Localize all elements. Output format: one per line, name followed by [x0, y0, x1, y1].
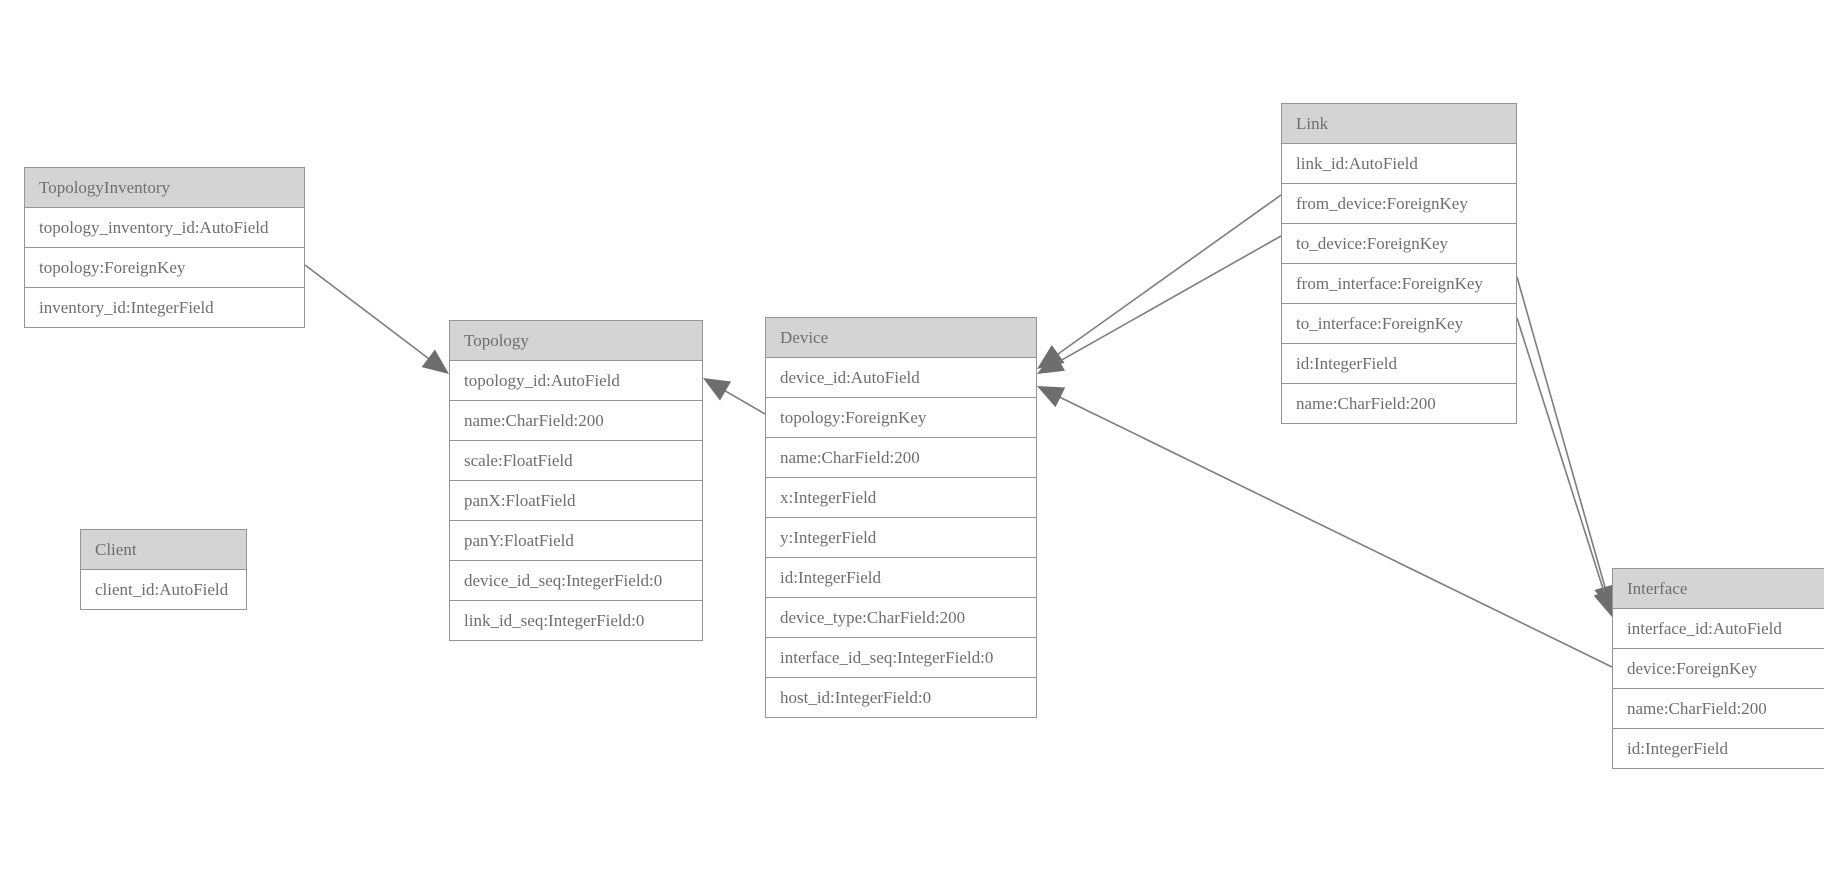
entity-topologyinventory-title: TopologyInventory [25, 168, 304, 208]
entity-interface-field: id:IntegerField [1613, 729, 1824, 769]
rel-link-tointerface-interface [1516, 317, 1615, 617]
entity-interface-field: interface_id:AutoField [1613, 609, 1824, 649]
entity-topology-field: topology_id:AutoField [450, 361, 702, 401]
relationship-arrowhead-icon [1037, 386, 1066, 408]
entity-device-title: Device [766, 318, 1036, 358]
entity-topology-field: device_id_seq:IntegerField:0 [450, 561, 702, 601]
entity-device-field: x:IntegerField [766, 478, 1036, 518]
entity-link-field: link_id:AutoField [1282, 144, 1516, 184]
entity-topology-field: panY:FloatField [450, 521, 702, 561]
rel-link-todevice-device [1037, 235, 1282, 374]
rel-link-fromdevice-device [1037, 194, 1282, 369]
relationship-line [1056, 235, 1282, 364]
entity-client-field: client_id:AutoField [81, 570, 246, 610]
entity-device-field: host_id:IntegerField:0 [766, 678, 1036, 718]
relationship-line [722, 388, 766, 415]
relationship-arrowhead-icon [421, 349, 449, 374]
entity-topology-field: link_id_seq:IntegerField:0 [450, 601, 702, 641]
entity-topologyinventory-field: topology:ForeignKey [25, 248, 304, 288]
relationship-line [304, 264, 432, 361]
relationship-arrowhead-icon [1037, 344, 1065, 369]
relationship-line [1055, 194, 1282, 357]
entity-link-title: Link [1282, 104, 1516, 144]
rel-link-frominterface-interface [1516, 276, 1616, 612]
entity-topologyinventory-field: inventory_id:IntegerField [25, 288, 304, 328]
entity-topologyinventory-field: topology_inventory_id:AutoField [25, 208, 304, 248]
relationship-line [1516, 276, 1607, 591]
entity-device-field: device_type:CharField:200 [766, 598, 1036, 638]
entity-topology-field: scale:FloatField [450, 441, 702, 481]
entity-client-title: Client [81, 530, 246, 570]
entity-device-field: device_id:AutoField [766, 358, 1036, 398]
entity-interface-field: device:ForeignKey [1613, 649, 1824, 689]
entity-interface-field: name:CharField:200 [1613, 689, 1824, 729]
entity-device-field: id:IntegerField [766, 558, 1036, 598]
entity-link-field: id:IntegerField [1282, 344, 1516, 384]
entity-link-field: from_interface:ForeignKey [1282, 264, 1516, 304]
entity-topology-field: panX:FloatField [450, 481, 702, 521]
entity-device-field: name:CharField:200 [766, 438, 1036, 478]
entity-link-field: to_device:ForeignKey [1282, 224, 1516, 264]
entity-device-field: topology:ForeignKey [766, 398, 1036, 438]
rel-interface-device [1037, 386, 1613, 668]
entity-link-field: name:CharField:200 [1282, 384, 1516, 424]
entity-interface-title: Interface [1613, 569, 1824, 609]
entity-device-field: interface_id_seq:IntegerField:0 [766, 638, 1036, 678]
entity-device-field: y:IntegerField [766, 518, 1036, 558]
relationship-line [1516, 317, 1606, 596]
entity-topology-field: name:CharField:200 [450, 401, 702, 441]
relationship-arrowhead-icon [1037, 351, 1066, 374]
entity-link-field: from_device:ForeignKey [1282, 184, 1516, 224]
rel-device-topology [703, 378, 766, 415]
relationship-arrowhead-icon [703, 378, 732, 401]
entity-link-field: to_interface:ForeignKey [1282, 304, 1516, 344]
rel-topologyinventory-topology [304, 264, 449, 374]
entity-topology-title: Topology [450, 321, 702, 361]
relationship-line [1057, 395, 1613, 668]
